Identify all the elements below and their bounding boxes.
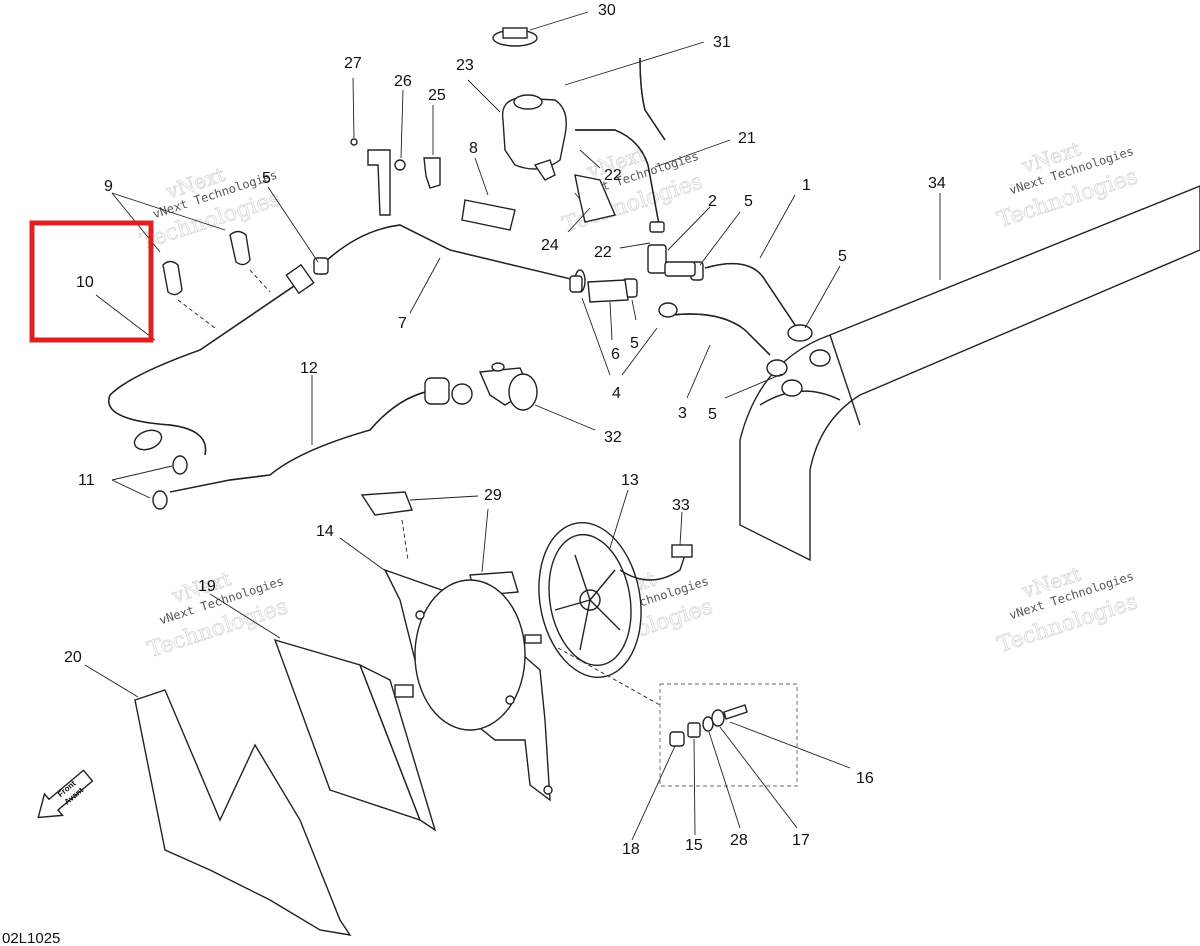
callout-26: 26: [394, 73, 412, 90]
callout-10: 10: [76, 274, 94, 291]
callout-24: 24: [541, 237, 559, 254]
hose-31-21: [575, 57, 666, 231]
clamp-5-set: [313, 257, 831, 397]
callout-32: 32: [604, 429, 622, 446]
callout-3: 3: [678, 405, 687, 422]
hose-6: [587, 279, 629, 303]
callout-30: 30: [598, 2, 616, 19]
hose-8: [461, 199, 516, 231]
callout-20: 20: [64, 649, 82, 666]
callout-14: 14: [316, 523, 334, 540]
callout-2: 2: [708, 193, 717, 210]
fitting-2: [647, 221, 696, 277]
callout-22b: 22: [594, 244, 612, 261]
callout-34: 34: [928, 175, 946, 192]
callout-17: 17: [792, 832, 810, 849]
callout-9: 9: [104, 178, 113, 195]
hose-3: [658, 302, 771, 356]
callout-11: 11: [78, 472, 95, 489]
bracket-mount: [350, 138, 441, 216]
callout-21: 21: [738, 130, 756, 147]
callout-labels: 30 31 27 26 25 23 21 8 22 22 24 2 5 5 5 …: [64, 2, 946, 858]
callout-7: 7: [398, 315, 407, 332]
callout-12: 12: [300, 360, 318, 377]
callout-28: 28: [730, 832, 748, 849]
fan-shroud-14: [383, 568, 553, 802]
callout-19: 19: [198, 578, 216, 595]
callout-29: 29: [484, 487, 502, 504]
highlight-box-part-10: [29, 220, 154, 343]
front-direction-arrow: Front Avant: [37, 769, 94, 819]
callout-1: 1: [802, 177, 811, 194]
cooling-fan-13: [538, 521, 642, 679]
callout-22a: 22: [604, 167, 622, 184]
callout-6: 6: [611, 346, 620, 363]
coolant-reservoir-23: [492, 27, 567, 181]
callout-16: 16: [856, 770, 874, 787]
callout-15: 15: [685, 837, 703, 854]
body-panel-34: [739, 185, 1200, 562]
callout-8: 8: [469, 140, 478, 157]
drawing-code: 02L1025: [2, 930, 60, 946]
callout-27: 27: [344, 55, 362, 72]
callout-5a: 5: [262, 170, 271, 187]
callout-23: 23: [456, 57, 474, 74]
hose-7: [324, 224, 586, 293]
callout-5b: 5: [744, 193, 753, 210]
callout-5d: 5: [630, 335, 639, 352]
callout-31: 31: [713, 34, 731, 51]
deflector-20: [134, 689, 352, 936]
leader-lines: [84, 11, 941, 841]
connector-33: [619, 544, 693, 581]
radiator-19: [273, 638, 437, 832]
bracket-29: [360, 491, 519, 597]
clamp-11: [133, 429, 188, 475]
callout-4: 4: [612, 385, 621, 402]
callout-18: 18: [622, 841, 640, 858]
callout-5c: 5: [838, 248, 847, 265]
hose-1: [704, 262, 796, 326]
hose-10: [108, 263, 315, 456]
thermostat-housing-32: [424, 362, 538, 411]
hose-12: [152, 389, 436, 510]
hardware-kit-16: [524, 634, 798, 787]
callout-33: 33: [672, 497, 690, 514]
callout-25: 25: [428, 87, 446, 104]
callout-13: 13: [621, 472, 639, 489]
callout-5e: 5: [708, 406, 717, 423]
bracket-24: [574, 174, 616, 223]
clamp-9: [162, 230, 271, 329]
